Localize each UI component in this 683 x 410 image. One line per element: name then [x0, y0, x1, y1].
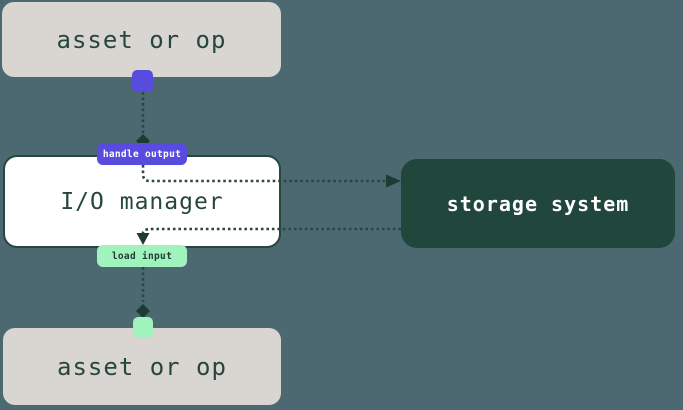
node-asset-or-op-top: asset or op: [2, 2, 281, 77]
handle-output-badge: handle output: [97, 143, 187, 165]
node-label-io-manager: I/O manager: [60, 188, 224, 215]
diamond-icon-bottom: [136, 304, 150, 318]
node-label-storage-system: storage system: [446, 191, 630, 216]
node-label-asset-bottom: asset or op: [57, 352, 227, 381]
node-storage-system: storage system: [401, 159, 675, 248]
load-input-badge-label: load input: [111, 250, 173, 262]
input-port-square: [133, 317, 153, 338]
load-input-badge: load input: [97, 245, 187, 267]
arrow-right-icon: [386, 174, 401, 188]
node-asset-or-op-bottom: asset or op: [3, 328, 281, 405]
node-io-manager: I/O manager: [3, 155, 281, 248]
output-port-square: [132, 70, 153, 92]
handle-output-badge-label: handle output: [102, 148, 182, 160]
node-label-asset-top: asset or op: [56, 25, 227, 54]
